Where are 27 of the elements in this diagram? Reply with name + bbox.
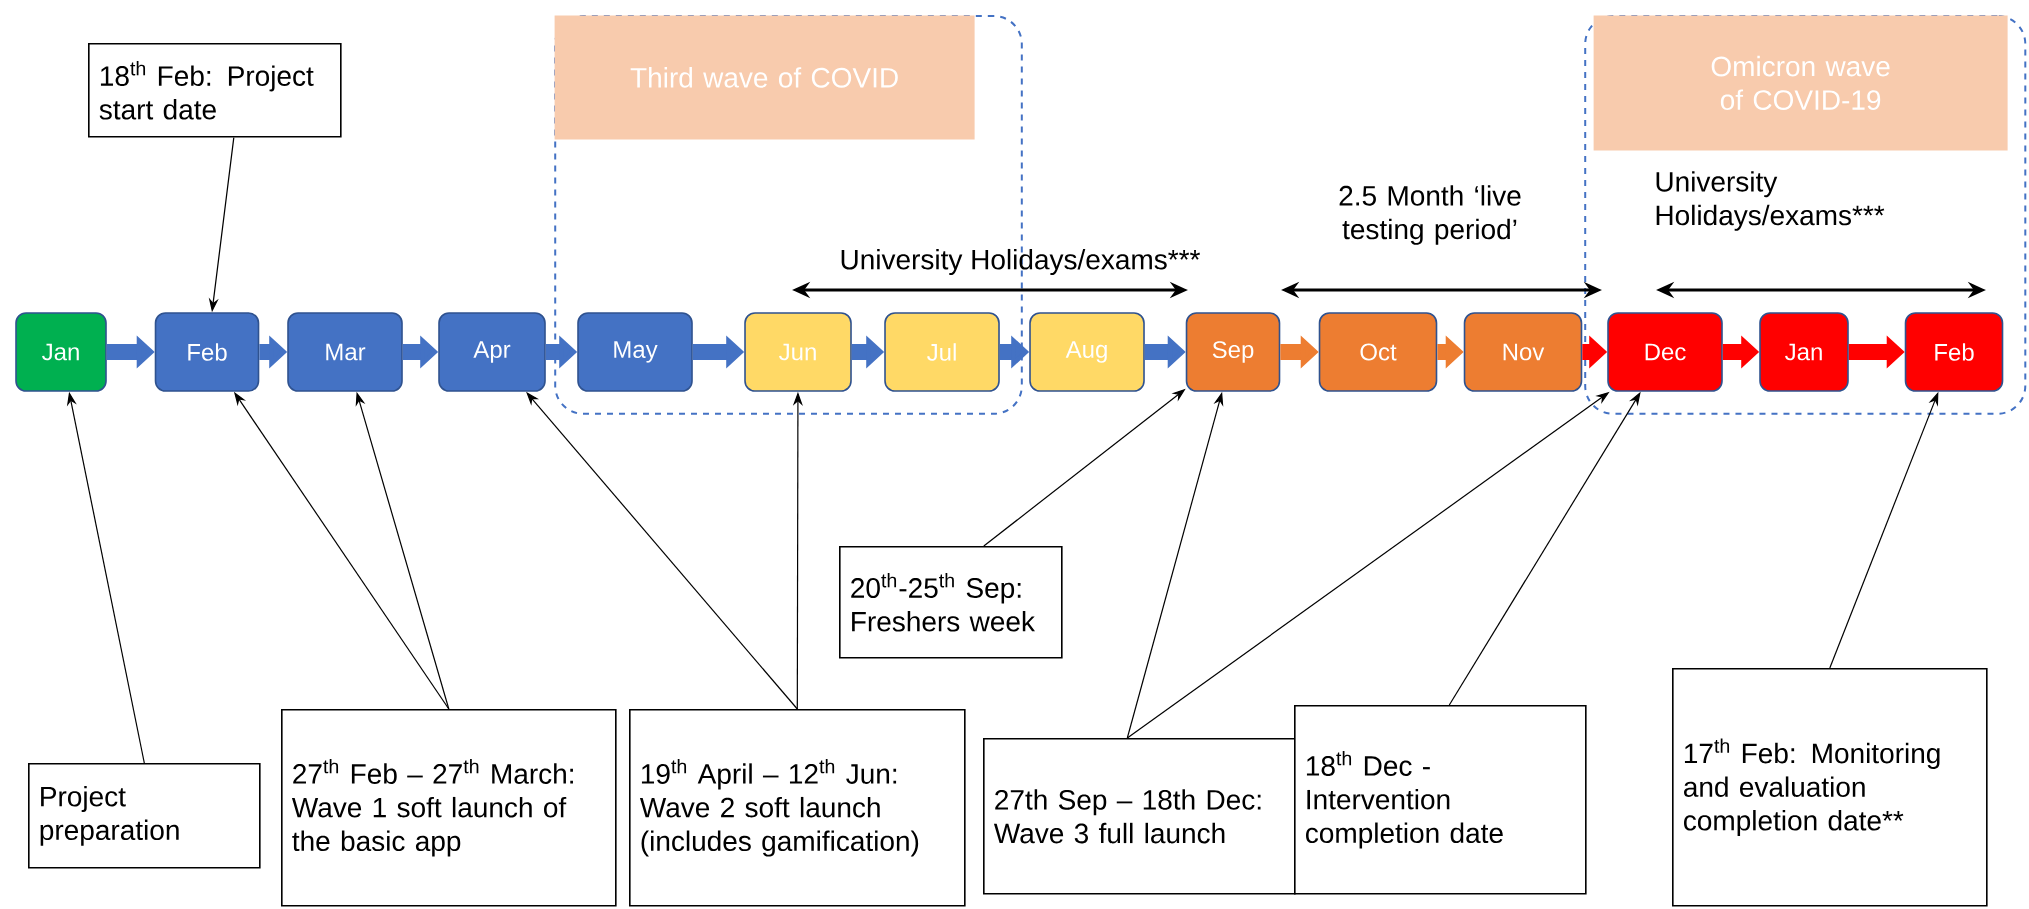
month-box: Jan [1759,312,1849,392]
note-box: 18$^{th}$ Dec - Intervention completion date [1294,705,1587,895]
span-label: 2.5 Month ‘live testing period’ [1339,185,1521,245]
month-box: Nov [1463,312,1583,392]
note-box: 27$^{th}$ Feb – 27$^{th}$ March: Wave 1 soft launch of the basic app [281,709,617,907]
month-box: Jul [884,312,1000,392]
month-box: Sep [1185,312,1281,392]
note-box: 27th Sep – 18th Dec: Wave 3 full launch [983,738,1296,895]
month-box: Aug [1029,312,1145,392]
month-box: Mar [287,312,403,392]
note-box: 20$^{th}$-25$^{th}$ Sep: Freshers week [839,546,1063,659]
month-box: Jun [744,312,852,392]
note-box: 17$^{th}$ Feb: Monitoring and evaluation completion date** [1672,668,1988,907]
heading-band: Third wave of COVID [554,15,975,140]
note-box: Project preparation [28,763,261,869]
note-box: 18$^{th}$ Feb: Project start date [88,43,342,138]
month-box: Dec [1607,312,1723,392]
heading-band: Omicron wave of COVID-19 [1593,15,2008,151]
month-box: Feb [154,312,260,392]
span-label: University Holidays/exams*** [841,248,1200,276]
month-box: Jan [15,312,107,392]
month-box: Oct [1318,312,1438,392]
note-box: 19$^{th}$ April – 12$^{th}$ Jun: Wave 2 soft launch (includes gamification) [629,709,966,907]
month-box: Feb [1904,312,2004,392]
month-box: May [577,312,693,392]
span-label: University Holidays/exams*** [1656,171,1885,231]
month-box: Apr [438,312,546,392]
